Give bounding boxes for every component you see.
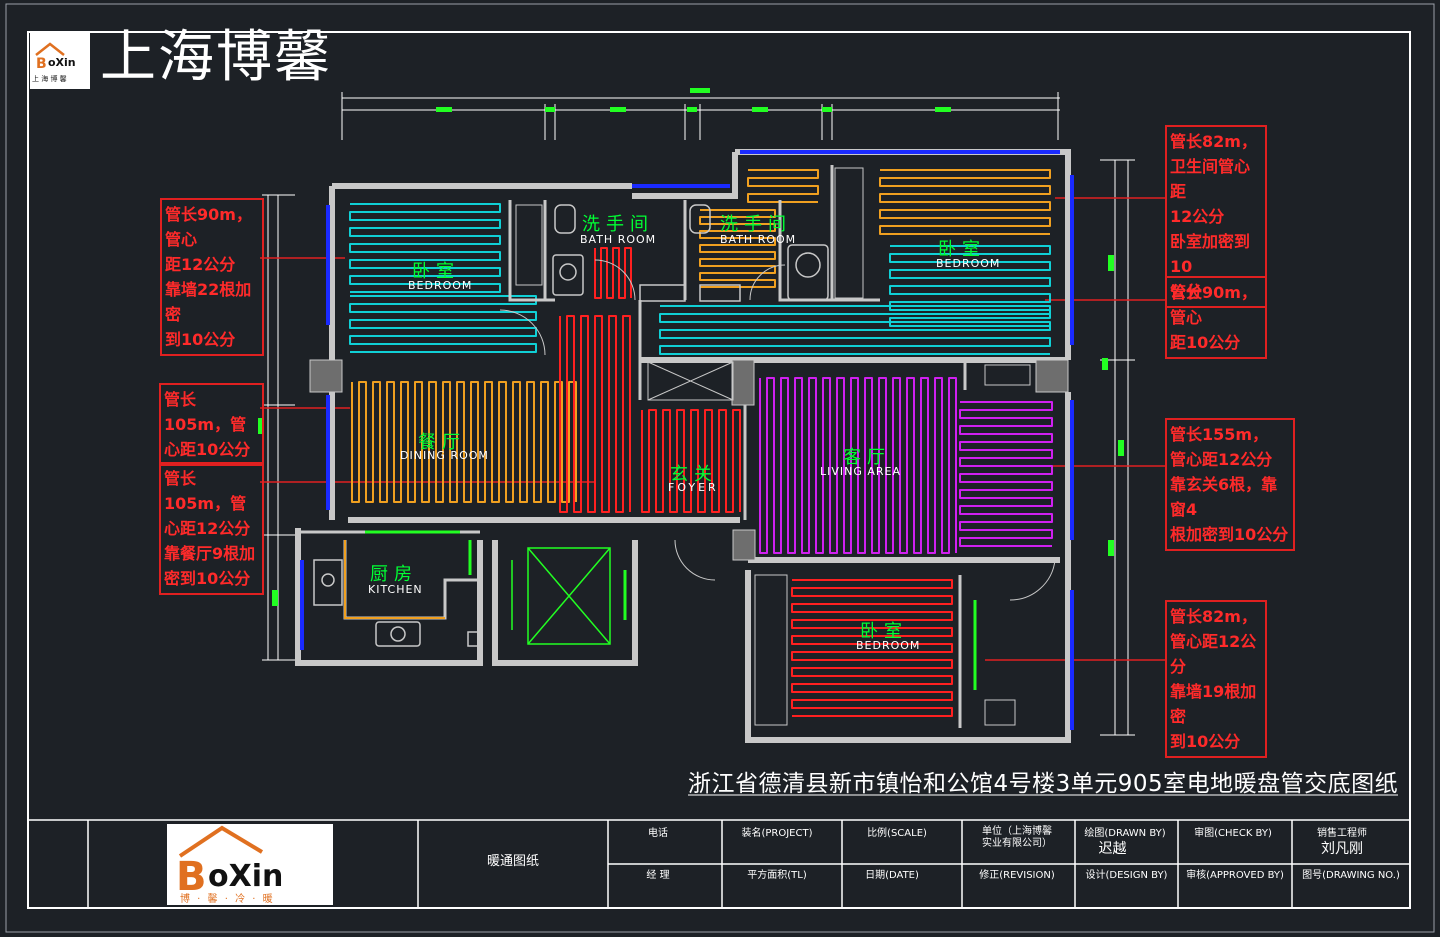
svg-text:B: B <box>36 56 47 72</box>
loop-living-b <box>959 401 1053 547</box>
tb-design-by-label: 设计(DESIGN BY) <box>1085 870 1168 881</box>
svg-text:oXin: oXin <box>208 859 283 894</box>
tb-area-label: 平方面积(TL) <box>747 870 807 881</box>
room-label-foyer: 玄关 <box>670 464 718 485</box>
svg-text:oXin: oXin <box>48 56 76 69</box>
kitchen-fixtures <box>313 559 481 647</box>
tb-manager-label: 经 理 <box>646 870 670 881</box>
room-label-kitchen-en: KITCHEN <box>368 583 423 596</box>
room-label-living: 客厅 <box>843 447 891 468</box>
sheet-outer-border <box>5 3 1435 933</box>
room-label-dining-en: DINING ROOM <box>400 449 489 462</box>
door-swings <box>499 259 1056 601</box>
room-label-bedroom-ne: 卧室 <box>938 239 986 260</box>
loop-bedroom-se <box>791 579 953 717</box>
title-block-grid <box>27 819 1411 909</box>
loop-bath1 <box>594 247 632 299</box>
loop-bedroom-nw-b <box>349 295 537 353</box>
loop-bedroom-ne-top <box>879 169 1051 235</box>
room-label-bath1-en: BATH ROOM <box>580 233 657 246</box>
tb-company-label: 单位（上海博馨 实业有限公司） <box>982 826 1052 849</box>
room-label-bedroom-nw-en: BEDROOM <box>408 279 473 292</box>
loop-bedroom-nw-a <box>349 203 501 293</box>
room-label-bath2-en: BATH ROOM <box>720 233 797 246</box>
room-label-dining: 餐厅 <box>418 432 466 453</box>
note-right-2: 管长90m，管心 距10公分 <box>1165 276 1267 359</box>
tb-revision-label: 修正(REVISION) <box>979 870 1055 881</box>
note-left-3: 管长105m，管 心距12公分 靠餐厅9根加 密到10公分 <box>159 462 264 595</box>
side-dimension-ticks <box>258 255 1124 606</box>
tb-approved-label: 审核(APPROVED BY) <box>1186 870 1284 881</box>
top-dimension-ticks <box>436 88 951 112</box>
tb-drawn-by-label: 绘图(DRAWN BY) <box>1084 828 1166 839</box>
svg-text:B: B <box>176 854 207 900</box>
wall-columns <box>309 359 1069 561</box>
green-walls <box>365 530 977 690</box>
tb-drawing-name: 暖通图纸 <box>486 854 539 869</box>
brand-logo-mark: B oXin <box>30 32 90 89</box>
walls <box>295 149 1071 743</box>
tb-engineer-label: 销售工程师 <box>1317 828 1367 839</box>
room-label-bath2: 洗手间 <box>720 214 792 235</box>
tb-drawn-by-value: 迟越 <box>1098 841 1127 857</box>
loop-foyer-b <box>641 409 741 513</box>
room-label-bedroom-se-en: BEDROOM <box>856 639 921 652</box>
room-label-living-en: LIVING AREA <box>820 465 902 478</box>
tb-check-by-label: 审图(CHECK BY) <box>1194 828 1272 839</box>
bath-fixtures <box>552 204 829 302</box>
brand-title: 上海博馨 <box>100 25 332 90</box>
wardrobes <box>515 167 1031 726</box>
elevator-shaft <box>511 547 611 645</box>
room-label-bedroom-se: 卧室 <box>860 621 908 642</box>
drawing-title: 浙江省德清县新市镇怡和公馆4号楼3单元905室电地暖盘管交底图纸 <box>688 771 1399 797</box>
tb-engineer-value: 刘凡刚 <box>1321 841 1363 857</box>
note-right-1: 管长82m， 卫生间管心距 12公分 卧室加密到10 公分 <box>1165 125 1267 308</box>
loop-bath2 <box>699 209 776 288</box>
loop-bedroom-ne-corner <box>747 169 819 203</box>
windows <box>300 150 1074 730</box>
room-label-bedroom-nw: 卧室 <box>412 261 460 282</box>
note-right-4: 管长82m， 管心距12公分 靠墙19根加密 到10公分 <box>1165 600 1267 758</box>
room-label-kitchen: 厨房 <box>370 564 418 585</box>
loop-foyer-a <box>559 315 631 513</box>
tb-date-label: 日期(DATE) <box>865 870 919 881</box>
loop-dining <box>351 381 577 503</box>
title-block-logo: B oXin <box>167 824 333 905</box>
tb-phone-label: 电话 <box>648 828 668 839</box>
room-label-bath1: 洗手间 <box>582 214 654 235</box>
hallway-shaft <box>647 361 734 401</box>
note-left-1: 管长90m，管心 距12公分 靠墙22根加密 到10公分 <box>160 198 264 356</box>
room-label-bedroom-ne-en: BEDROOM <box>936 257 1001 270</box>
tb-project-label: 装名(PROJECT) <box>741 828 813 839</box>
heating-pipe-loops <box>349 169 1053 717</box>
loop-bedroom-ne-lower <box>659 305 1051 355</box>
room-label-foyer-en: FOYER <box>668 481 719 494</box>
loop-living-a <box>759 377 957 554</box>
top-dimension <box>341 92 1060 140</box>
note-right-3: 管长155m， 管心距12公分 靠玄关6根，靠窗4 根加密到10公分 <box>1165 418 1295 551</box>
title-block-logo-caption: 博 · 馨 · 冷 · 暖 <box>180 894 275 905</box>
brand-logo-caption: 上 海 博 馨 <box>32 75 67 83</box>
tb-drawing-no-label: 图号(DRAWING NO.) <box>1302 870 1400 881</box>
note-left-2: 管长105m，管 心距10公分 <box>159 383 264 466</box>
kitchen-counter <box>344 540 445 619</box>
tb-scale-label: 比例(SCALE) <box>867 828 927 839</box>
